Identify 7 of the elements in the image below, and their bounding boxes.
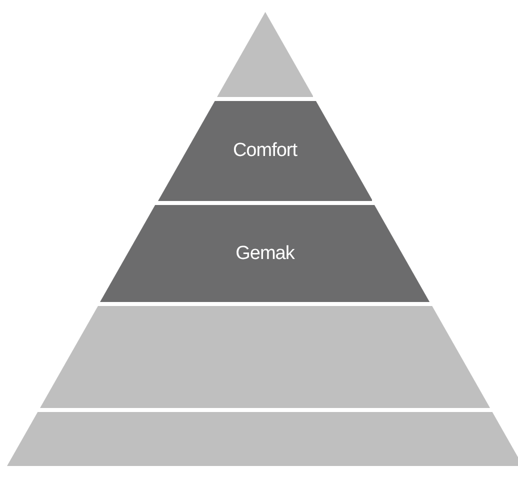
pyramid-level [100,205,430,302]
pyramid-level [158,101,372,201]
pyramid-level [40,306,490,408]
pyramid-level [7,412,518,466]
level-label: Gemak [236,242,294,264]
pyramid-level [216,12,314,97]
level-label: Comfort [232,140,298,162]
